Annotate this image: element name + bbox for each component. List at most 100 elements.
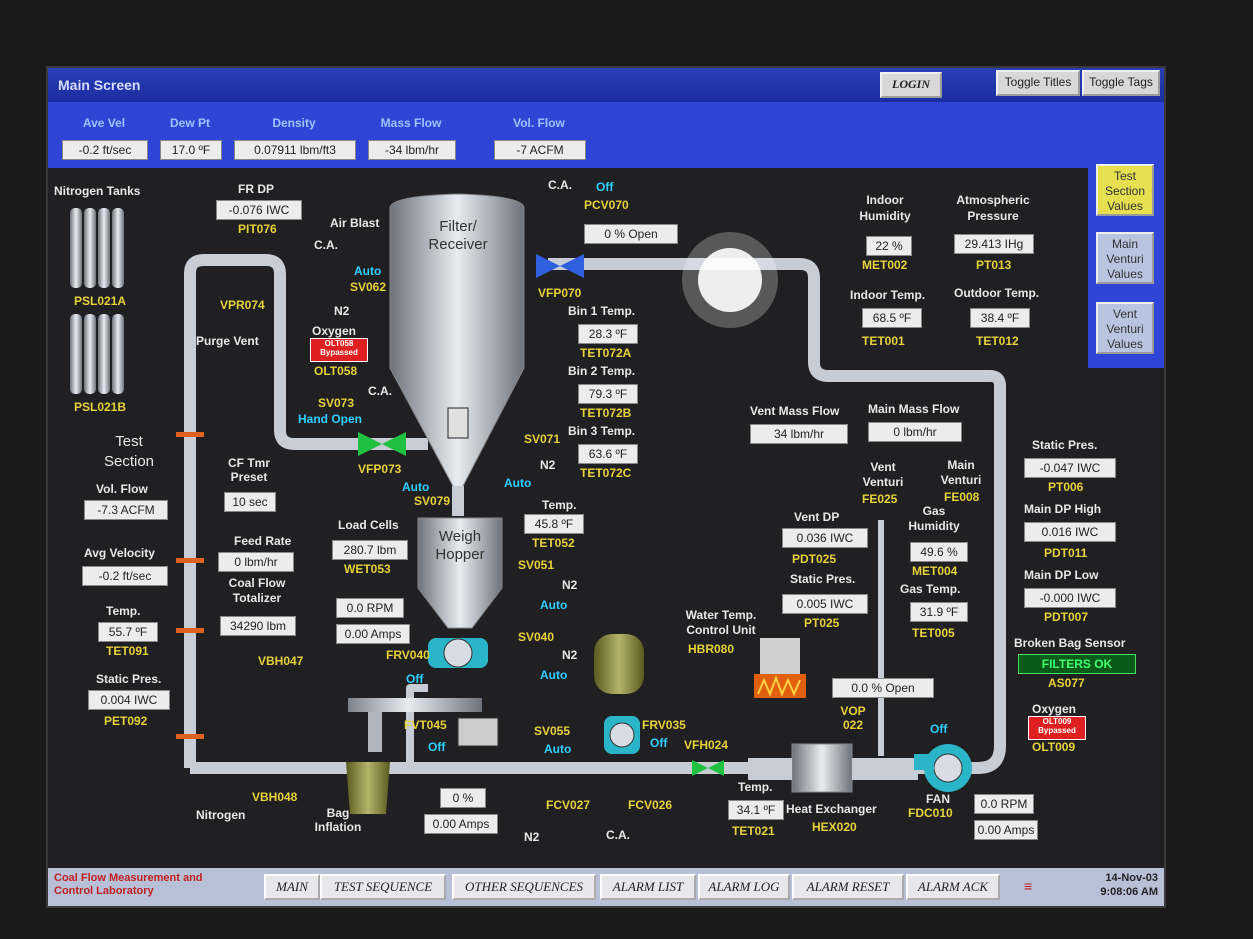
toggle-tags-button[interactable]: Toggle Tags — [1082, 70, 1160, 96]
login-button[interactable]: LOGIN — [880, 72, 942, 98]
fr-dp-value: -0.076 IWC — [216, 200, 302, 220]
hbr080-tag: HBR080 — [688, 642, 735, 656]
test-sequence-button[interactable]: TEST SEQUENCE — [320, 874, 446, 900]
indoor-humidity-label: Indoor Humidity — [859, 193, 911, 223]
pipe-collars — [176, 432, 204, 739]
vol-flow-value: -7 ACFM — [494, 140, 586, 160]
valve-vfp070[interactable] — [536, 254, 584, 278]
window-title: Main Screen — [58, 77, 141, 93]
weigh-hopper-vessel — [417, 517, 503, 629]
hand-open-label: Hand Open — [298, 412, 363, 426]
gas-humidity-value: 49.6 % — [910, 542, 968, 562]
sv051-mode: Auto — [540, 598, 568, 612]
sv073-tag: SV073 — [318, 396, 355, 410]
fcv027-n2-label: N2 — [524, 830, 540, 844]
pdt025-tag: PDT025 — [792, 552, 837, 566]
psl021a-tag: PSL021A — [74, 294, 127, 308]
hopper-temp-label: Temp. — [542, 498, 577, 512]
date-display: 14-Nov-03 — [1105, 872, 1158, 884]
bag-amps-value: 0.00 Amps — [424, 814, 498, 834]
indoor-temp-label: Indoor Temp. — [850, 288, 926, 302]
main-mass-flow-value: 0 lbm/hr — [868, 422, 962, 442]
air-blast-ca-label: C.A. — [314, 238, 338, 252]
pdt007-tag: PDT007 — [1044, 610, 1089, 624]
vent-venturi-pipe — [878, 520, 884, 756]
process-diagram — [70, 193, 1006, 814]
sv071-n2-label: N2 — [540, 458, 556, 472]
test-section-values-button[interactable]: Test Section Values — [1096, 164, 1154, 216]
purge-vent-label: Purge Vent — [196, 334, 259, 348]
filter-receiver-label: Filter/ Receiver — [428, 218, 488, 253]
sv040-tag: SV040 — [518, 630, 555, 644]
dew-pt-value: 17.0 ºF — [160, 140, 222, 160]
bin1-value: 28.3 ºF — [578, 324, 638, 344]
as077-tag: AS077 — [1048, 676, 1085, 690]
fcv027-tag: FCV027 — [546, 798, 591, 812]
ave-vel-value: -0.2 ft/sec — [62, 140, 148, 160]
nitrogen-tanks-label: Nitrogen Tanks — [54, 184, 141, 198]
wet053-tag: WET053 — [344, 562, 391, 576]
main-nav-button[interactable]: MAIN — [264, 874, 320, 900]
density-label: Density — [272, 116, 316, 130]
glare — [698, 248, 762, 312]
bag-inflation-label: Bag Inflation — [314, 806, 362, 834]
other-sequences-button[interactable]: OTHER SEQUENCES — [452, 874, 596, 900]
bag-inflation-tank — [346, 762, 390, 814]
ts-static-value: 0.004 IWC — [88, 690, 170, 710]
feed-rate-label: Feed Rate — [234, 534, 292, 548]
vfp073-tag: VFP073 — [358, 462, 402, 476]
vfp070-tag: VFP070 — [538, 286, 582, 300]
olt009-alarm[interactable]: OLT009 Bypassed — [1028, 716, 1086, 740]
tet012-tag: TET012 — [976, 334, 1019, 348]
tet072c-tag: TET072C — [580, 466, 632, 480]
bin1-label: Bin 1 Temp. — [568, 304, 636, 318]
feed-rate-value: 0 lbm/hr — [218, 552, 294, 572]
frv035-off: Off — [650, 736, 668, 750]
vop-open-value: 0.0 % Open — [832, 678, 934, 698]
ts-vol-flow-label: Vol. Flow — [96, 482, 148, 496]
main-venturi-values-button[interactable]: Main Venturi Values — [1096, 232, 1154, 284]
tet091-tag: TET091 — [106, 644, 149, 658]
vent-dp-value: 0.036 IWC — [782, 528, 868, 548]
fan-amps-value: 0.00 Amps — [974, 820, 1038, 840]
alarm-list-button[interactable]: ALARM LIST — [600, 874, 696, 900]
pt013-tag: PT013 — [976, 258, 1012, 272]
oxygen-right-label: Oxygen — [1032, 702, 1077, 716]
pcv-ca-label: C.A. — [548, 178, 572, 192]
hmi-screen: Main Screen LOGIN Toggle Titles Toggle T… — [46, 66, 1166, 908]
cf-tmr-preset-value: 10 sec — [224, 492, 276, 512]
vent-mass-flow-value: 34 lbm/hr — [750, 424, 848, 444]
sv051-tag: SV051 — [518, 558, 555, 572]
tet001-tag: TET001 — [862, 334, 905, 348]
alarm-reset-button[interactable]: ALARM RESET — [792, 874, 904, 900]
main-static-value: -0.047 IWC — [1024, 458, 1116, 478]
frv035-tag: FRV035 — [642, 718, 686, 732]
sv079-mode: Auto — [402, 480, 430, 494]
outdoor-temp-value: 38.4 ºF — [970, 308, 1030, 328]
bin2-value: 79.3 ºF — [578, 384, 638, 404]
filters-ok-indicator: FILTERS OK — [1018, 654, 1136, 674]
feeder-amps-value: 0.00 Amps — [336, 624, 410, 644]
psl021b-tag: PSL021B — [74, 400, 127, 414]
sv040-mode: Auto — [540, 668, 568, 682]
toggle-titles-button[interactable]: Toggle Titles — [996, 70, 1080, 96]
alarm-log-button[interactable]: ALARM LOG — [698, 874, 790, 900]
valve-vfh024[interactable] — [692, 760, 724, 776]
tet072a-tag: TET072A — [580, 346, 632, 360]
pit076-tag: PIT076 — [238, 222, 277, 236]
vent-venturi-values-button[interactable]: Vent Venturi Values — [1096, 302, 1154, 354]
accumulator-tank — [594, 634, 644, 754]
alarm-ack-button[interactable]: ALARM ACK — [906, 874, 1000, 900]
nitrogen-label: Nitrogen — [196, 808, 246, 822]
status-logo-icon: ≡ — [1024, 878, 1033, 894]
tet072b-tag: TET072B — [580, 406, 632, 420]
hopper-temp-value: 45.8 ºF — [524, 514, 584, 534]
valve-vfp073[interactable] — [358, 432, 406, 456]
main-dp-high-value: 0.016 IWC — [1024, 522, 1116, 542]
fe008-tag: FE008 — [944, 490, 980, 504]
vent-static-label: Static Pres. — [790, 572, 856, 586]
olt058-alarm[interactable]: OLT058 Bypassed — [310, 338, 368, 362]
main-mass-flow-label: Main Mass Flow — [868, 402, 960, 416]
hx-temp-label: Temp. — [738, 780, 773, 794]
sv055-mode: Auto — [544, 742, 572, 756]
